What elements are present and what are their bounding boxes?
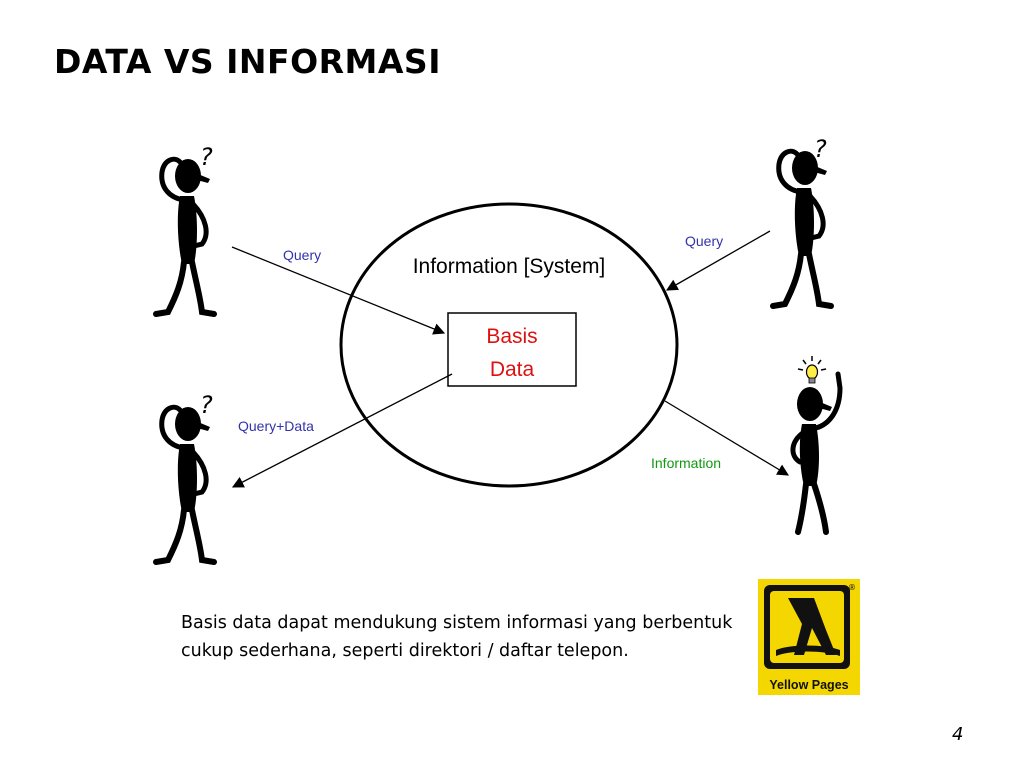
- query-label-left: Query: [283, 247, 321, 263]
- query-arrow-top-left: [231, 246, 446, 335]
- logo-wordmark: Yellow Pages: [769, 678, 848, 692]
- question-mark-icon: ?: [200, 143, 213, 171]
- lightbulb-icon: [797, 356, 827, 384]
- database-box: [447, 312, 577, 387]
- query-data-arrow-bottom-left: [231, 373, 453, 488]
- query-arrow-top-right: [665, 230, 771, 291]
- enlightened-person-bottom-right: [790, 356, 843, 535]
- database-label-line1: Basis: [486, 325, 537, 348]
- information-system-label: Information [System]: [413, 255, 606, 278]
- information-arrow-bottom-right: [664, 400, 790, 476]
- slide-title: DATA VS INFORMASI: [54, 42, 441, 81]
- page-number: 4: [952, 724, 964, 745]
- query-data-label: Query+Data: [238, 418, 314, 434]
- database-label-line2: Data: [490, 358, 535, 381]
- logo-registered-mark: ®: [848, 583, 856, 592]
- query-label-right: Query: [685, 233, 723, 249]
- information-system-ellipse: [339, 202, 679, 488]
- question-mark-icon: ?: [200, 391, 213, 419]
- confused-person-top-right: ?: [773, 135, 831, 306]
- confused-person-top-left: ?: [156, 143, 214, 314]
- confused-person-bottom-left: ?: [156, 391, 214, 562]
- body-text: Basis data dapat mendukung sistem inform…: [181, 613, 733, 661]
- yellow-pages-logo: ® Yellow Pages: [758, 579, 860, 695]
- question-mark-icon: ?: [814, 135, 827, 163]
- information-label: Information: [651, 455, 721, 471]
